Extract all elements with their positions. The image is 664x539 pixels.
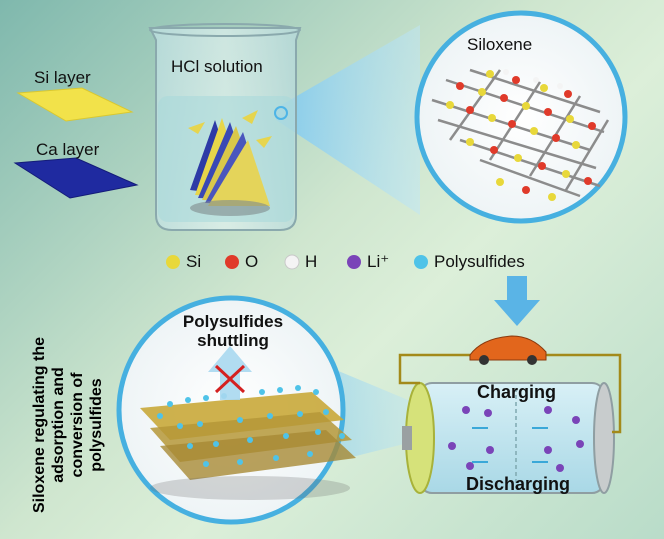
legend-label-li: Li⁺	[367, 252, 390, 271]
legend-dots	[166, 254, 428, 270]
zoom-beam-top	[276, 25, 420, 215]
legend-dot-si	[166, 255, 180, 269]
ca-layer-sheet	[13, 157, 139, 199]
siloxene-stack	[140, 392, 356, 500]
charging-label: Charging	[477, 382, 556, 402]
si-layer-sheet	[16, 87, 134, 122]
beaker-label: HCl solution	[171, 57, 263, 76]
legend-label-polysulfides: Polysulfides	[434, 252, 525, 271]
legend-label-o: O	[245, 252, 259, 271]
car	[469, 335, 547, 365]
siloxene-atoms	[446, 69, 596, 201]
discharging-label: Discharging	[466, 474, 571, 494]
legend-dot-polysulfides	[414, 255, 428, 269]
ca-layer-label: Ca layer	[36, 140, 100, 159]
legend-dot-h	[284, 254, 300, 270]
shuttling-label: Polysulfides shuttling	[182, 312, 284, 350]
battery	[398, 335, 622, 494]
beaker	[148, 23, 302, 231]
legend-dot-o	[225, 255, 239, 269]
legend-dot-li	[347, 255, 361, 269]
si-layer-label: Si layer	[34, 68, 91, 87]
layered-sheets	[190, 118, 270, 216]
down-arrow	[494, 276, 540, 326]
blocked-shuttle-arrow	[208, 346, 252, 400]
side-caption: Siloxene regulating the adsorption and c…	[31, 336, 105, 514]
polysulfide-dots	[157, 385, 345, 467]
siloxene-title: Siloxene	[467, 35, 533, 54]
siloxene-zoom-circle	[414, 10, 628, 224]
legend-label-h: H	[305, 252, 318, 271]
legend-label-si: Si	[186, 252, 202, 271]
